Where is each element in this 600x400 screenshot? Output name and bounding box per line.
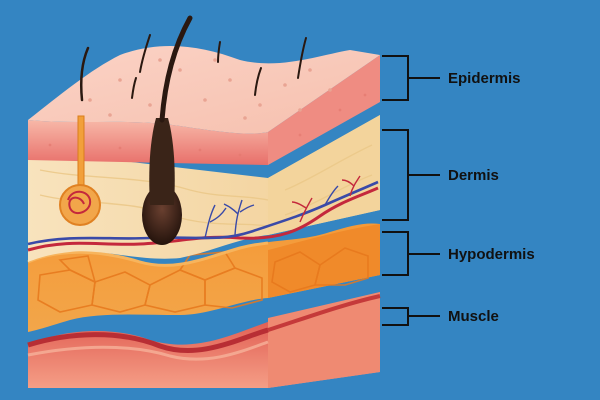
hairs [80, 15, 307, 123]
label-dermis: Dermis [448, 167, 499, 184]
hair-follicle [142, 118, 182, 245]
label-hypodermis: Hypodermis [448, 246, 535, 263]
label-muscle: Muscle [448, 308, 499, 325]
muscle-layer [27, 292, 381, 388]
vein [27, 180, 379, 246]
label-epidermis: Epidermis [448, 70, 521, 87]
artery [27, 186, 379, 252]
sweat-gland [59, 115, 101, 226]
layer-brackets [382, 55, 440, 326]
hypodermis-layer [27, 223, 380, 332]
fat-cells [37, 247, 369, 313]
capillaries [204, 175, 361, 239]
skin-pores [88, 58, 332, 120]
epidermis-layer [28, 45, 380, 165]
dermis-layer [27, 115, 380, 262]
